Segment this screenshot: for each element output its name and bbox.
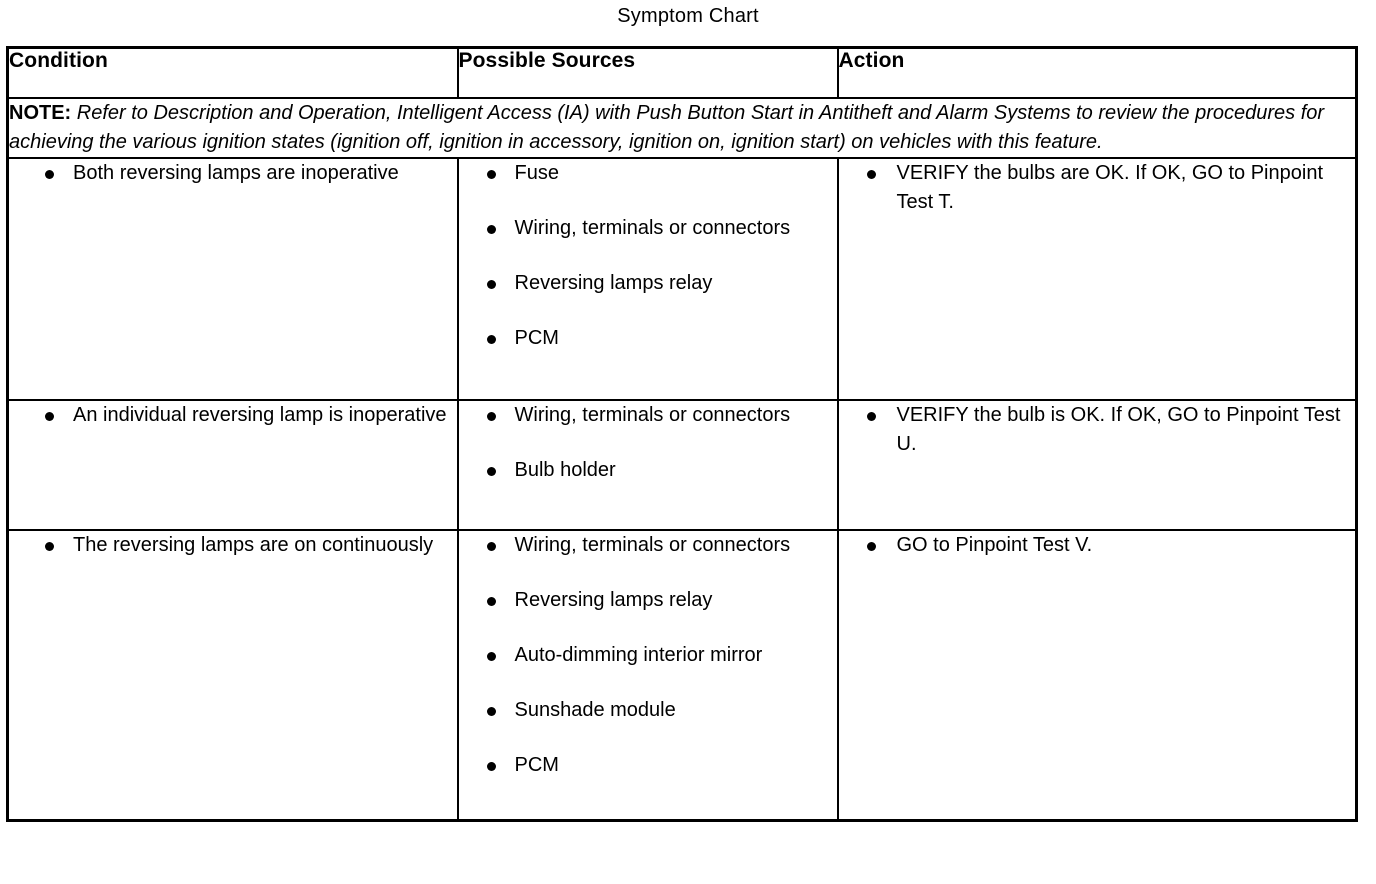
bullet-icon [866, 412, 876, 421]
cell-possible-sources: Fuse Wiring, terminals or connectors Rev… [456, 157, 839, 401]
column-header-condition: Condition [6, 46, 459, 99]
sources-list: Wiring, terminals or connectors Bulb hol… [459, 401, 837, 485]
list-item-text: Fuse [514, 162, 559, 184]
bullet-icon [486, 542, 496, 551]
list-item: Reversing lamps relay [459, 269, 837, 298]
cell-possible-sources: Wiring, terminals or connectors Reversin… [456, 529, 839, 822]
table-row: Both reversing lamps are inoperative Fus… [6, 157, 1358, 401]
cell-possible-sources: Wiring, terminals or connectors Bulb hol… [456, 399, 839, 531]
cell-condition: The reversing lamps are on continuously [6, 529, 459, 822]
action-list: VERIFY the bulb is OK. If OK, GO to Pinp… [839, 401, 1356, 459]
bullet-icon [486, 170, 496, 179]
list-item-text: GO to Pinpoint Test V. [896, 534, 1093, 556]
action-list: GO to Pinpoint Test V. [839, 531, 1356, 560]
condition-list: Both reversing lamps are inoperative [9, 159, 457, 188]
list-item: Sunshade module [459, 696, 837, 725]
bullet-icon [866, 170, 876, 179]
list-item-text: VERIFY the bulb is OK. If OK, GO to Pinp… [896, 404, 1341, 455]
list-item: Wiring, terminals or connectors [459, 531, 837, 560]
list-item-text: Wiring, terminals or connectors [514, 534, 791, 556]
bullet-icon [486, 597, 496, 606]
list-item-text: PCM [514, 327, 559, 349]
bullet-icon [486, 707, 496, 716]
list-item: Bulb holder [459, 456, 837, 485]
sources-list: Wiring, terminals or connectors Reversin… [459, 531, 837, 780]
bullet-icon [486, 412, 496, 421]
bullet-icon [486, 280, 496, 289]
list-item-text: Bulb holder [514, 459, 616, 481]
list-item-text: PCM [514, 754, 559, 776]
cell-action: GO to Pinpoint Test V. [836, 529, 1358, 822]
list-item: PCM [459, 751, 837, 780]
bullet-icon [866, 542, 876, 551]
note-label: NOTE: [9, 102, 77, 124]
list-item-text: Auto-dimming interior mirror [514, 644, 763, 666]
sources-list: Fuse Wiring, terminals or connectors Rev… [459, 159, 837, 353]
cell-action: VERIFY the bulb is OK. If OK, GO to Pinp… [836, 399, 1358, 531]
bullet-icon [486, 762, 496, 771]
cell-condition: An individual reversing lamp is inoperat… [6, 399, 459, 531]
list-item-text: Both reversing lamps are inoperative [73, 162, 399, 184]
note-text: Refer to Description and Operation, Inte… [9, 102, 1325, 153]
list-item: VERIFY the bulbs are OK. If OK, GO to Pi… [839, 159, 1356, 217]
list-item: Auto-dimming interior mirror [459, 641, 837, 670]
bullet-icon [45, 542, 54, 551]
list-item-text: Sunshade module [514, 699, 676, 721]
page-title: Symptom Chart [617, 5, 759, 27]
list-item: Fuse [459, 159, 837, 188]
list-item: Wiring, terminals or connectors [459, 214, 837, 243]
condition-list: The reversing lamps are on continuously [9, 531, 457, 560]
list-item: Both reversing lamps are inoperative [9, 159, 457, 188]
list-item-text: Reversing lamps relay [514, 272, 713, 294]
condition-list: An individual reversing lamp is inoperat… [9, 401, 457, 430]
list-item: An individual reversing lamp is inoperat… [9, 401, 457, 430]
table-row: An individual reversing lamp is inoperat… [6, 399, 1358, 531]
list-item: VERIFY the bulb is OK. If OK, GO to Pinp… [839, 401, 1356, 459]
list-item-text: Reversing lamps relay [514, 589, 713, 611]
note-cell: NOTE: Refer to Description and Operation… [6, 97, 1358, 159]
bullet-icon [486, 225, 496, 234]
bullet-icon [45, 170, 54, 179]
list-item: The reversing lamps are on continuously [9, 531, 457, 560]
list-item: Wiring, terminals or connectors [459, 401, 837, 430]
list-item-text: Wiring, terminals or connectors [514, 217, 791, 239]
list-item-text: Wiring, terminals or connectors [514, 404, 791, 426]
list-item-text: The reversing lamps are on continuously [73, 534, 434, 556]
table-note-row: NOTE: Refer to Description and Operation… [6, 97, 1358, 159]
bullet-icon [486, 467, 496, 476]
bullet-icon [486, 335, 496, 344]
cell-action: VERIFY the bulbs are OK. If OK, GO to Pi… [836, 157, 1358, 401]
cell-condition: Both reversing lamps are inoperative [6, 157, 459, 401]
list-item: GO to Pinpoint Test V. [839, 531, 1356, 560]
bullet-icon [486, 652, 496, 661]
list-item-text: An individual reversing lamp is inoperat… [73, 404, 447, 426]
table-header-row: Condition Possible Sources Action [6, 46, 1358, 99]
table-row: The reversing lamps are on continuously … [6, 529, 1358, 822]
action-list: VERIFY the bulbs are OK. If OK, GO to Pi… [839, 159, 1356, 217]
list-item: Reversing lamps relay [459, 586, 837, 615]
list-item: PCM [459, 324, 837, 353]
column-header-action: Action [836, 46, 1358, 99]
symptom-chart-table: Condition Possible Sources Action NOTE: … [6, 46, 1358, 822]
list-item-text: VERIFY the bulbs are OK. If OK, GO to Pi… [896, 162, 1324, 213]
column-header-possible-sources: Possible Sources [456, 46, 839, 99]
bullet-icon [45, 412, 54, 421]
